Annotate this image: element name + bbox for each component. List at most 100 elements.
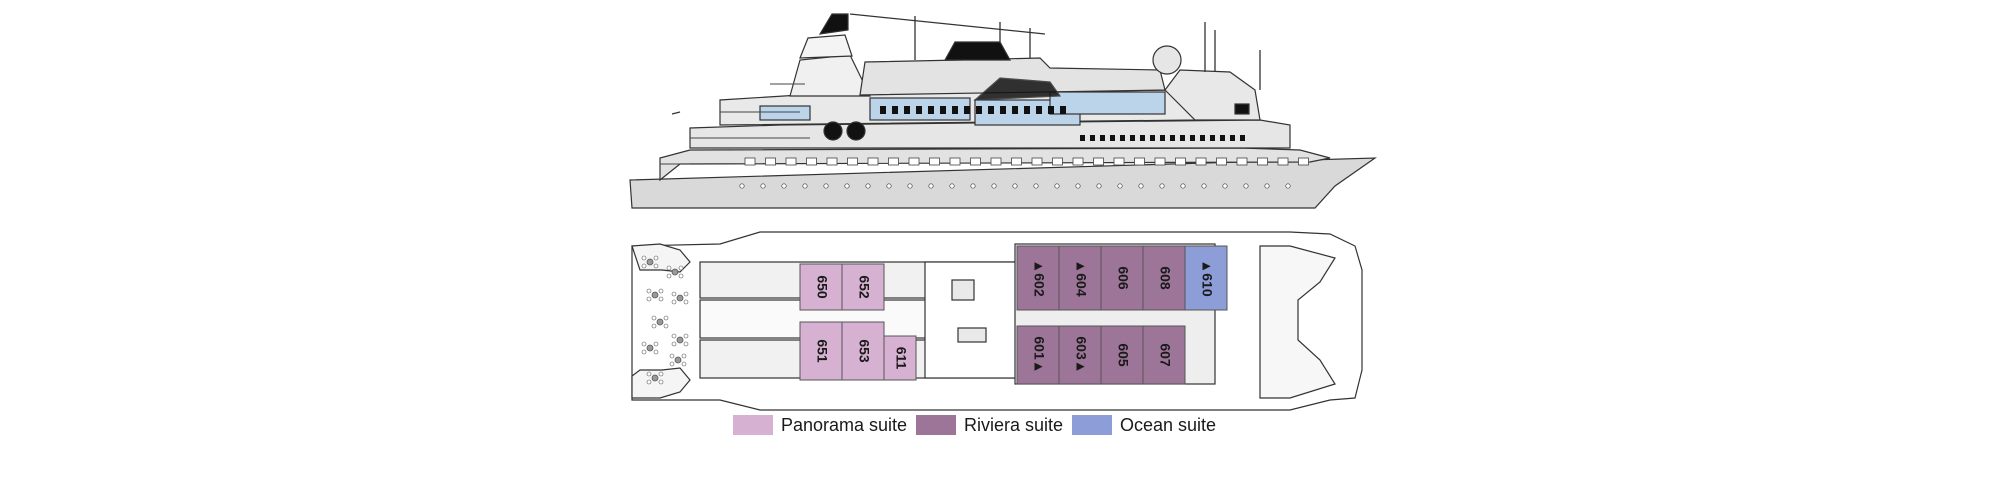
window: [940, 106, 946, 114]
lounge-chair-icon: [651, 315, 669, 329]
porthole: [865, 183, 871, 189]
window: [826, 157, 838, 166]
window: [1052, 157, 1063, 166]
ship-profile-icon: [629, 13, 1377, 209]
glass-panel: [1049, 91, 1166, 115]
window-rows: [739, 106, 1309, 189]
cabin-riviera: [1100, 245, 1144, 311]
cabin-panorama: [841, 321, 885, 381]
window: [1277, 157, 1289, 166]
mast-top: [818, 13, 849, 35]
window: [929, 157, 940, 166]
window: [1150, 135, 1155, 141]
window: [976, 106, 982, 114]
lounge-chair-icon: [666, 265, 684, 279]
window: [1140, 135, 1145, 141]
lounge-chair-icon: [641, 341, 659, 355]
window: [952, 106, 958, 114]
lounge-chair-icon: [671, 291, 689, 305]
porthole: [1117, 183, 1123, 189]
antennas: [671, 13, 1261, 115]
window: [1160, 135, 1165, 141]
sun-deck-chairs: [641, 255, 689, 385]
cabin-number: ▲602: [1031, 259, 1047, 296]
porthole: [907, 183, 913, 189]
elevator-icon: [951, 279, 975, 301]
window: [892, 106, 898, 114]
porthole: [928, 183, 934, 189]
legend-label: Ocean suite: [1120, 415, 1216, 435]
porthole: [1222, 183, 1228, 189]
legend-swatch: [733, 415, 773, 435]
stair-lobby: [924, 261, 1018, 379]
window: [1093, 157, 1104, 166]
window: [908, 157, 920, 166]
cabin-number: 603▲: [1073, 336, 1089, 373]
cabin-number: ▲604: [1073, 259, 1089, 296]
cabin-riviera: [1100, 325, 1144, 385]
hull: [629, 157, 1377, 209]
porthole: [739, 183, 745, 189]
cabin-ocean: [1184, 245, 1228, 311]
cabin-riviera: [1058, 325, 1102, 385]
lounge-chair-icon: [669, 353, 687, 367]
porthole: [1243, 183, 1249, 189]
window: [765, 157, 776, 166]
cabin-number: 653: [856, 339, 872, 363]
cabin-number: 651: [814, 339, 830, 363]
window: [1236, 157, 1248, 166]
window: [1298, 157, 1309, 166]
porthole: [886, 183, 892, 189]
window: [1000, 106, 1006, 114]
window: [880, 106, 886, 114]
window: [988, 106, 994, 114]
window: [1036, 106, 1042, 114]
glass-panel: [759, 105, 811, 121]
window: [785, 157, 797, 166]
cabin-panorama: [799, 263, 843, 311]
window: [964, 106, 970, 114]
window: [1210, 135, 1215, 141]
porthole: [1138, 183, 1144, 189]
window: [1012, 106, 1018, 114]
lounge-chair-icon: [641, 255, 659, 269]
window: [1180, 135, 1185, 141]
window: [1120, 135, 1125, 141]
window: [1154, 157, 1166, 166]
porthole-large: [846, 121, 866, 141]
cabin-riviera: [1142, 245, 1186, 311]
stairs-icon: [957, 327, 987, 343]
legend-item-riviera: Riviera suite: [916, 415, 1063, 435]
porthole: [1264, 183, 1270, 189]
window: [949, 157, 961, 166]
top-deck: [859, 57, 1166, 96]
window: [990, 157, 1002, 166]
window: [1031, 157, 1043, 166]
porthole: [1180, 183, 1186, 189]
window: [867, 157, 879, 166]
lounge-chair-icon: [646, 288, 664, 302]
window: [1240, 135, 1245, 141]
cabin-number: ▲610: [1199, 259, 1215, 296]
porthole: [760, 183, 766, 189]
window: [1060, 106, 1066, 114]
porthole: [1285, 183, 1291, 189]
window: [904, 106, 910, 114]
window: [1230, 135, 1235, 141]
window: [1170, 135, 1175, 141]
cabin-riviera: [1142, 325, 1186, 385]
window: [1090, 135, 1095, 141]
window: [806, 157, 817, 166]
porthole: [844, 183, 850, 189]
porthole: [991, 183, 997, 189]
lifeboat-davit: [973, 77, 1062, 101]
porthole: [823, 183, 829, 189]
window: [1011, 157, 1022, 166]
lounge-chair-icon: [646, 371, 664, 385]
porthole: [1012, 183, 1018, 189]
window: [970, 157, 981, 166]
window: [1195, 157, 1207, 166]
